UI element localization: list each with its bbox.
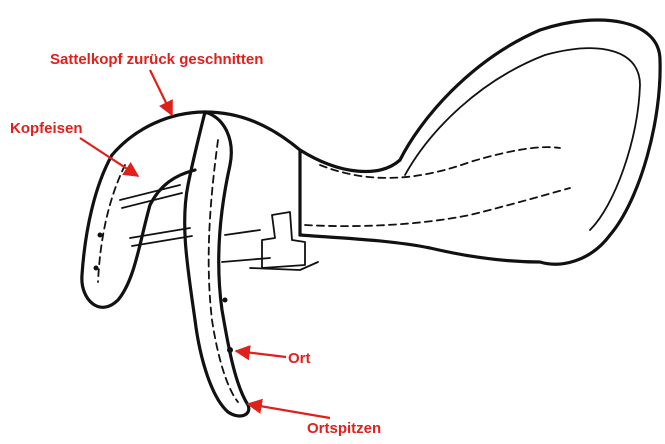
stirrup-bracket	[250, 212, 318, 270]
left-side-bar	[82, 155, 195, 307]
label-kopfeisen: Kopfeisen	[10, 120, 83, 137]
cantle-inner	[405, 48, 640, 230]
arrow-sattelkopf	[150, 70, 172, 115]
front-bar-ort	[185, 112, 249, 416]
bar-rivet-4	[94, 266, 99, 271]
label-ort: Ort	[288, 350, 311, 367]
arrow-ortspitzen	[248, 404, 330, 418]
bar-rivet-3	[98, 233, 103, 238]
arrow-kopfeisen	[80, 138, 138, 176]
label-sattelkopf: Sattelkopf zurück geschnitten	[50, 51, 263, 68]
arrow-ort	[236, 351, 286, 357]
bar-rivet-1	[227, 347, 233, 353]
seat-cantle	[300, 20, 660, 264]
seat-stitching-lower	[305, 188, 570, 226]
label-ortspitzen: Ortspitzen	[307, 420, 381, 437]
bar-rivet-2	[223, 298, 228, 303]
saddle-drawing	[82, 20, 660, 416]
left-bar-stitching	[98, 165, 125, 282]
seat-stitching-upper	[320, 147, 560, 178]
